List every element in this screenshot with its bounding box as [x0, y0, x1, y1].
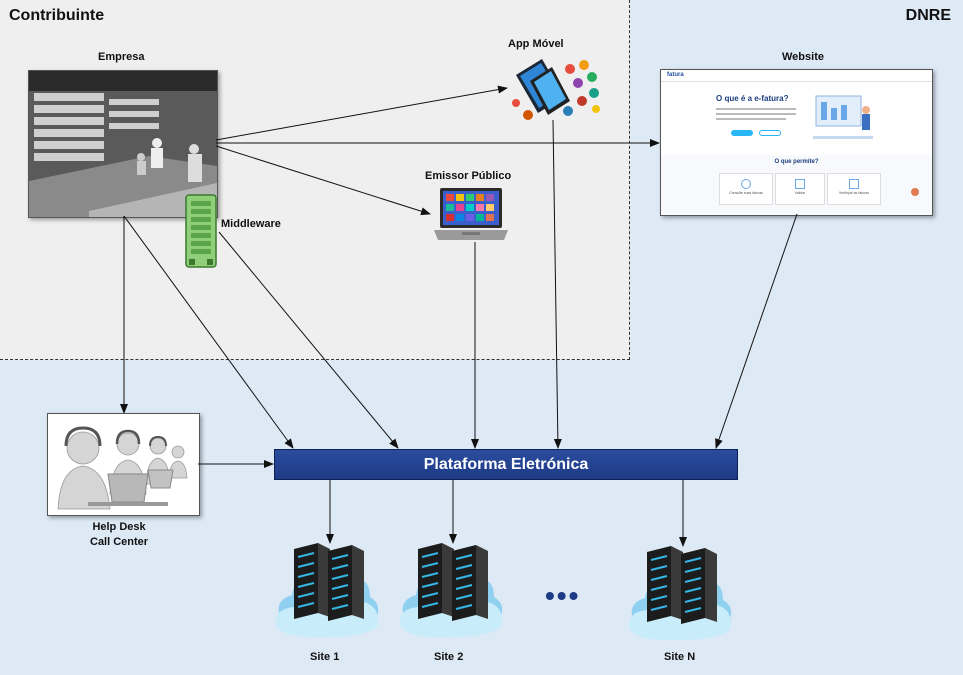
help-desk-label-line1: Help Desk: [92, 521, 146, 533]
app-movel-label: App Móvel: [508, 38, 564, 50]
plataforma-eletronica: Plataforma Eletrónica: [274, 449, 738, 480]
middleware-label: Middleware: [221, 218, 281, 230]
mobile-app-icon: [508, 55, 604, 123]
arrow-website-platform: [715, 213, 798, 449]
more-sites-ellipsis: •••: [545, 580, 581, 611]
website-headline: O que é a e-fatura?: [716, 94, 789, 103]
help-desk-label: Help Desk Call Center: [90, 520, 148, 550]
website-card-1: Consulte suas faturas: [719, 173, 773, 205]
site2-label: Site 2: [434, 651, 464, 663]
siteN-server-icon: [625, 544, 737, 650]
siteN-label: Site N: [664, 651, 696, 663]
help-desk-label-line2: Call Center: [90, 536, 149, 548]
site1-server-icon: [272, 541, 384, 647]
arrow-empresa-app: [215, 85, 508, 141]
site1-label: Site 1: [310, 651, 340, 663]
arrow-app-platform: [552, 119, 562, 449]
site2-server-icon: [396, 541, 508, 647]
laptop-icon: [432, 186, 510, 242]
empresa-label: Empresa: [98, 51, 145, 63]
arrow-empresa-platform: [123, 215, 294, 449]
website-screenshot: fatura O que é a e-fatura? O que permite…: [660, 69, 933, 216]
website-label: Website: [782, 51, 824, 63]
website-logo: fatura: [661, 70, 932, 82]
middleware-icon: [183, 193, 219, 269]
website-avatar-icon: [911, 188, 919, 196]
emissor-publico-label: Emissor Público: [425, 170, 512, 182]
empresa-photo: [28, 70, 218, 218]
website-card-3: Verifique as faturas: [827, 173, 881, 205]
contribuinte-title: Contribuinte: [9, 7, 105, 24]
website-card-2: Validar: [775, 173, 825, 205]
help-desk-image: [47, 413, 200, 516]
arrow-empresa-emissor: [215, 145, 431, 216]
arrow-middleware-platform: [218, 231, 399, 449]
dnre-title: DNRE: [905, 7, 951, 24]
website-section-title: O que permite?: [774, 159, 819, 165]
